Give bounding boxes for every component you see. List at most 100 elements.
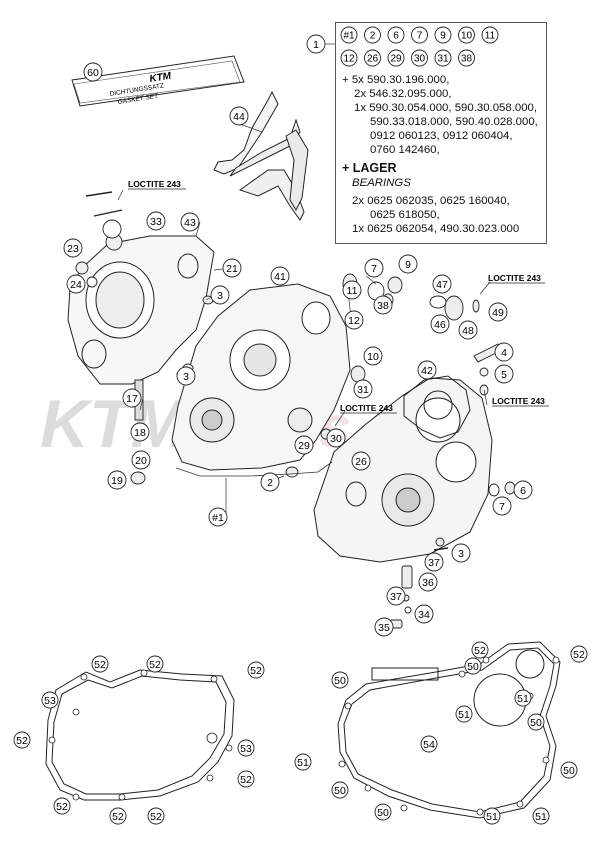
svg-text:52: 52 [240,774,252,786]
svg-text:52: 52 [149,659,161,671]
svg-text:46: 46 [434,319,446,331]
callout: 30 [326,428,346,448]
svg-text:52: 52 [112,811,124,823]
legend-chip [458,49,475,67]
svg-text:6: 6 [520,485,526,497]
callout: 23 [63,238,83,258]
svg-text:12: 12 [348,315,360,327]
callout: 10 [363,346,383,366]
callout: 36 [418,572,438,592]
svg-text:18: 18 [134,427,146,439]
svg-text:52: 52 [94,659,106,671]
svg-text:51: 51 [535,811,547,823]
callout: 52 [53,797,71,815]
callout: 51 [514,689,532,707]
callout: 3 [451,543,471,563]
svg-text:26: 26 [355,456,367,468]
legend-chip [481,26,499,44]
svg-text:50: 50 [334,785,346,797]
callout: 7 [492,496,512,516]
legend-chip-label: 38 [461,54,473,65]
bracket-part [213,90,309,221]
legend-chip [387,49,405,67]
callout: 20 [131,450,151,470]
svg-text:51: 51 [458,709,470,721]
legend-line-4: 590.33.018.000, 590.40.028.000, [370,116,538,128]
legend-chip-label: 12 [343,54,355,65]
svg-text:3: 3 [217,290,223,302]
callout: 48 [458,320,478,340]
callout: 3 [210,285,230,305]
callout: 17 [122,388,142,408]
legend-chip [411,26,428,44]
callout: 34 [414,604,434,624]
svg-text:53: 53 [240,743,252,755]
loctite-label-top: LOCTITE 243 [128,179,181,189]
callout: 50 [374,803,392,821]
loctite-label-upper-right: LOCTITE 243 [488,273,541,283]
callout: 7 [364,258,384,278]
legend-chip-label: 11 [485,31,496,42]
callout: 12 [344,310,364,330]
callout: 51 [455,705,473,723]
callout: 60 [83,62,103,82]
callout: 53 [237,739,255,757]
callout: 50 [464,657,482,675]
svg-text:42: 42 [421,365,433,377]
callout: 37 [386,586,406,606]
svg-text:43: 43 [184,217,196,229]
legend-line-1: + 5x 590.30.196.000, [342,74,450,86]
svg-text:31: 31 [357,384,369,396]
svg-text:30: 30 [330,433,342,445]
svg-text:51: 51 [297,757,309,769]
svg-text:23: 23 [67,243,79,255]
svg-text:7: 7 [371,263,377,275]
svg-text:2: 2 [267,477,273,489]
callout: 51 [294,753,312,771]
svg-text:50: 50 [530,717,542,729]
svg-text:10: 10 [367,351,379,363]
callout: 50 [331,671,349,689]
gasket-right [337,641,561,819]
svg-text:50: 50 [563,765,575,777]
callout: 47 [432,274,452,294]
callout [102,219,122,239]
svg-text:36: 36 [422,577,434,589]
gasket-left-holes [48,669,233,801]
gasket-left [45,669,235,801]
legend-chip [434,49,452,67]
svg-text:51: 51 [486,811,498,823]
svg-text:49: 49 [492,307,504,319]
svg-text:37: 37 [428,557,440,569]
callout: 1 [306,34,326,54]
legend-chip [411,49,428,67]
callout: 43 [180,212,200,232]
svg-text:52: 52 [16,735,28,747]
callouts: 1 60 44 33 43 23 24 21 3 41 11 7 9 38 12… [13,34,588,825]
legend-chip [434,26,452,44]
svg-text:52: 52 [474,645,486,657]
callout: 4 [494,342,514,362]
legend-chip-label: 26 [367,54,379,65]
svg-text:41: 41 [274,271,286,283]
svg-text:24: 24 [70,279,82,291]
legend-bearing-1: 2x 0625 062035, 0625 160040, [352,195,510,207]
callout: 52 [247,661,265,679]
callout: 2 [260,472,280,492]
svg-text:#1: #1 [212,512,224,524]
callout: 26 [351,451,371,471]
gasket-set-card: KTM DICHTUNGSSATZ GASKET SET [71,55,245,107]
svg-text:50: 50 [467,661,479,673]
callout: 41 [270,266,290,286]
callout: 52 [471,641,489,659]
gasket-right-holes [338,656,560,816]
svg-text:51: 51 [517,693,529,705]
svg-text:54: 54 [423,739,435,751]
svg-text:47: 47 [436,279,448,291]
callout: 52 [237,770,255,788]
svg-text:53: 53 [44,695,56,707]
legend-line-5: 0912 060123, 0912 060404, [370,130,513,142]
legend-chip-label: 10 [461,31,473,42]
